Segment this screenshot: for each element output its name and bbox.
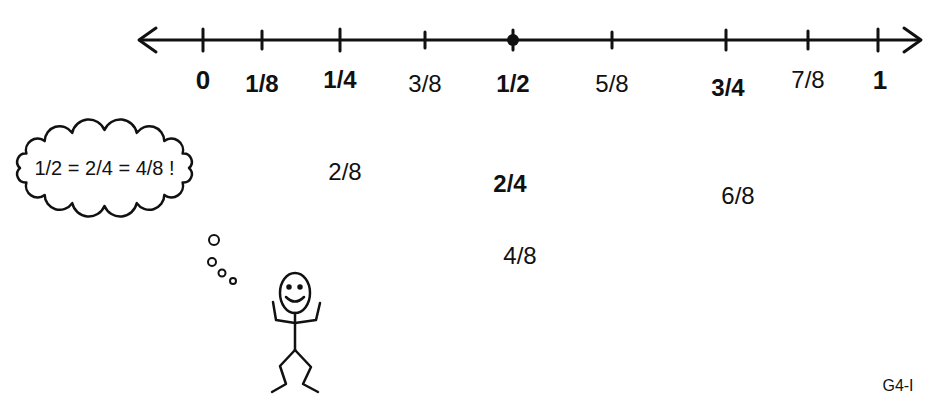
fraction-label: 7/8 — [791, 67, 824, 93]
thought-dot — [219, 270, 226, 277]
leg — [295, 350, 318, 392]
equivalent-fraction: 4/8 — [503, 243, 536, 269]
fraction-label: 5/8 — [595, 71, 628, 97]
thought-dot — [209, 235, 219, 245]
leg — [272, 350, 295, 392]
thought-dots — [208, 235, 236, 284]
head — [280, 273, 310, 313]
smile — [286, 297, 304, 302]
tick-mark — [424, 32, 427, 48]
fraction-label: 1/2 — [496, 71, 529, 97]
number-line — [140, 39, 918, 42]
half-dot — [507, 34, 519, 46]
arm — [273, 302, 295, 323]
tick-mark — [202, 29, 205, 51]
tick-mark — [611, 32, 614, 48]
fraction-label: 3/4 — [711, 75, 744, 101]
arrowhead — [139, 28, 156, 52]
page-code: G4-I — [882, 377, 913, 395]
tick-mark — [261, 31, 264, 49]
thought-bubble: 1/2 = 2/4 = 4/8 ! — [6, 116, 203, 220]
thought-text: 1/2 = 2/4 = 4/8 ! — [34, 156, 175, 180]
tick-label: 1 — [873, 66, 887, 95]
equivalent-fraction: 6/8 — [721, 183, 754, 209]
equivalent-fraction: 2/4 — [493, 171, 526, 197]
equivalent-fraction: 2/8 — [328, 159, 361, 185]
tick-mark — [807, 31, 810, 49]
arm — [295, 303, 320, 323]
tick-mark — [725, 30, 728, 50]
thought-dot — [208, 258, 216, 266]
eye — [288, 286, 291, 289]
tick-label: 0 — [196, 66, 210, 95]
fraction-label: 3/8 — [408, 71, 441, 97]
tick-mark — [339, 29, 342, 51]
stick-figure — [272, 273, 320, 392]
fraction-label: 1/8 — [245, 71, 278, 97]
thought-dot — [230, 278, 236, 284]
cloud-outline — [17, 120, 192, 217]
tick-mark — [877, 29, 880, 51]
arrowhead — [904, 28, 921, 52]
body — [294, 313, 297, 350]
fraction-label: 1/4 — [323, 67, 356, 93]
eye — [299, 286, 302, 289]
